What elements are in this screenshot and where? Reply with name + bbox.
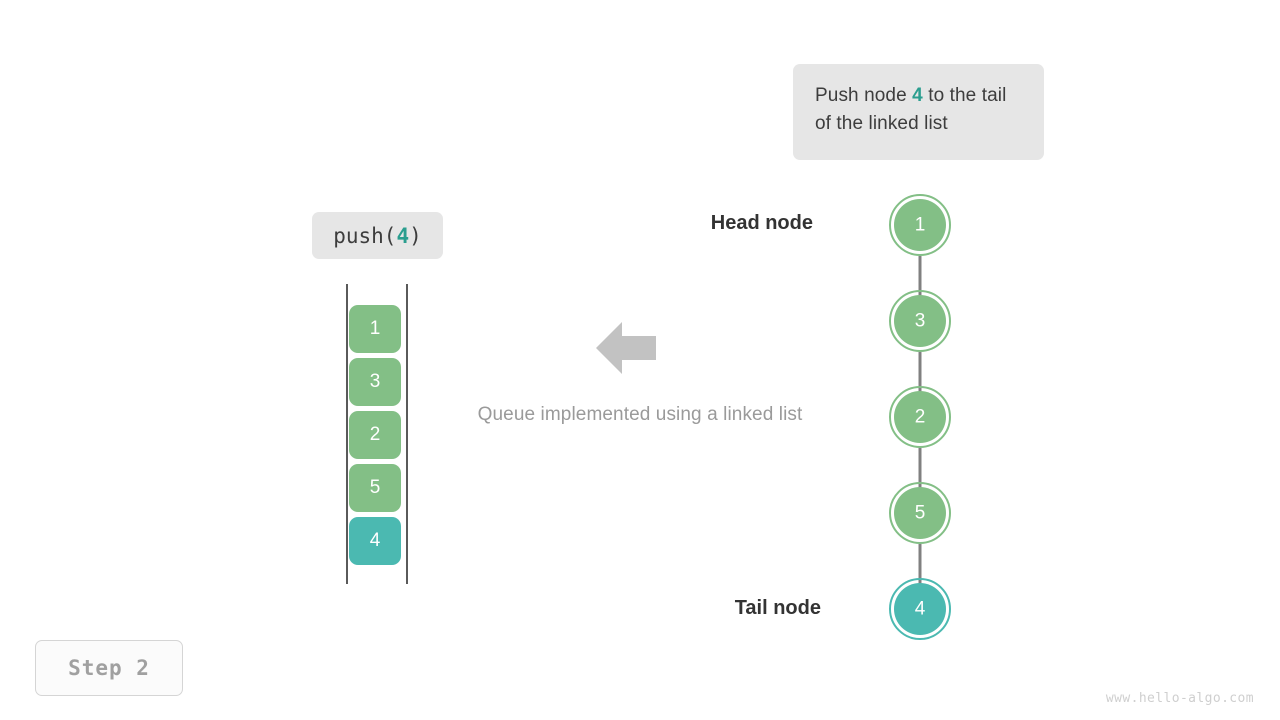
queue-cell: 3 <box>349 358 401 406</box>
linked-list-node-value: 2 <box>915 407 926 428</box>
linked-list-node <box>889 578 951 640</box>
linked-list-node <box>889 194 951 256</box>
linked-list-node-value: 1 <box>915 215 926 236</box>
queue-cell-list: 1 3 2 5 4 <box>349 305 403 570</box>
operation-name: push <box>333 223 384 248</box>
operation-close-paren: ) <box>409 223 422 248</box>
queue-guide-line-left <box>346 284 348 584</box>
callout-highlight-value: 4 <box>912 85 923 106</box>
linked-list-node <box>889 386 951 448</box>
callout-text-after: to the tail of the linked list <box>815 85 1007 134</box>
operation-open-paren: ( <box>383 223 397 248</box>
linked-list-node <box>889 482 951 544</box>
queue-cell: 2 <box>349 411 401 459</box>
queue-column: 1 3 2 5 4 <box>340 284 416 586</box>
callout-box: Push node 4 to the tail of the linked li… <box>793 64 1044 160</box>
diagram-caption: Queue implemented using a linked list <box>477 404 803 425</box>
operation-label: push(4) <box>312 212 443 259</box>
linked-list-node <box>889 290 951 352</box>
linked-list-diagram: 1 3 2 5 4 <box>884 190 956 646</box>
left-arrow-icon <box>596 322 656 374</box>
linked-list-svg: 1 3 2 5 4 <box>889 194 951 640</box>
linked-list-node-value: 5 <box>915 503 926 524</box>
queue-guide-line-right <box>406 284 408 584</box>
tail-node-label: Tail node <box>734 597 821 619</box>
queue-cell: 1 <box>349 305 401 353</box>
watermark: www.hello-algo.com <box>1105 691 1254 706</box>
operation-argument: 4 <box>396 223 410 248</box>
linked-list-node-value: 3 <box>915 311 926 332</box>
queue-cell: 4 <box>349 517 401 565</box>
queue-cell: 5 <box>349 464 401 512</box>
step-badge: Step 2 <box>35 640 183 696</box>
callout-text: Push node 4 to the tail of the linked li… <box>815 82 1024 138</box>
linked-list-node-value: 4 <box>915 599 926 620</box>
callout-text-before: Push node <box>815 85 913 106</box>
head-node-label: Head node <box>710 212 813 234</box>
